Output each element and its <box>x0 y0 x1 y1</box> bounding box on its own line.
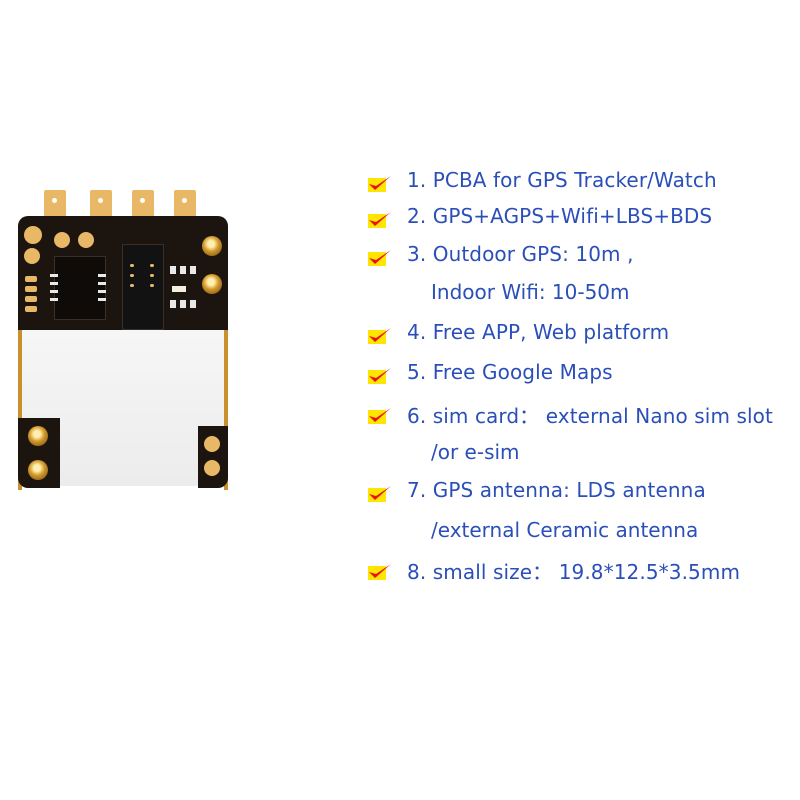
checkmark-icon <box>368 406 391 424</box>
feature-item: 2. GPS+AGPS+Wifi+LBS+BDS <box>368 200 798 238</box>
antenna-pin <box>132 190 154 222</box>
pcb-module-image <box>18 190 228 490</box>
checkmark-icon <box>368 210 391 228</box>
solder-pad <box>24 226 42 244</box>
coax-connector <box>28 460 48 480</box>
checkmark-icon <box>368 366 391 384</box>
board-edge <box>18 330 228 490</box>
checkmark-icon <box>368 248 391 266</box>
solder-pad <box>78 232 94 248</box>
checkmark-icon <box>368 326 391 344</box>
connector <box>122 244 164 330</box>
feature-item: 1. PCBA for GPS Tracker/Watch <box>368 164 798 200</box>
feature-item: 7. GPS antenna: LDS antenna <box>368 474 798 514</box>
ic-chip <box>54 256 106 320</box>
feature-item: 5. Free Google Maps <box>368 356 798 396</box>
coax-connector <box>202 274 222 294</box>
feature-item: 4. Free APP, Web platform <box>368 316 798 356</box>
feature-item: 3. Outdoor GPS: 10m , <box>368 238 798 276</box>
solder-pad <box>204 460 220 476</box>
antenna-pin <box>90 190 112 222</box>
feature-item: 8. small size： 19.8*12.5*3.5mm <box>368 552 798 592</box>
solder-pad <box>204 436 220 452</box>
antenna-pin <box>174 190 196 222</box>
antenna-pin <box>44 190 66 222</box>
feature-item: 6. sim card： external Nano sim slot <box>368 396 798 436</box>
feature-list: 1. PCBA for GPS Tracker/Watch 2. GPS+AGP… <box>368 164 798 592</box>
feature-item-continuation: Indoor Wifi: 10-50m <box>431 280 630 304</box>
solder-pad <box>24 248 40 264</box>
coax-connector <box>28 426 48 446</box>
checkmark-icon <box>368 174 391 192</box>
solder-pad <box>54 232 70 248</box>
coax-connector <box>202 236 222 256</box>
checkmark-icon <box>368 562 391 580</box>
feature-item-continuation: /external Ceramic antenna <box>431 518 699 542</box>
feature-item-continuation: /or e-sim <box>431 440 520 464</box>
pcb-board <box>18 216 228 334</box>
checkmark-icon <box>368 484 391 502</box>
